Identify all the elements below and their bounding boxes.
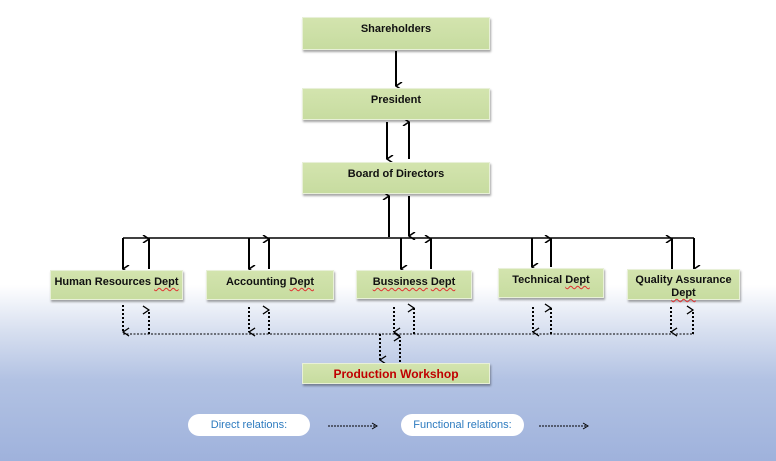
- node-label-spellcheck: Bussiness: [372, 276, 428, 288]
- legend-direct-relations: Direct relations:: [188, 414, 310, 436]
- node-production-workshop: Production Workshop: [302, 363, 490, 384]
- node-business-dept: Bussiness Dept: [356, 270, 472, 299]
- legend-label: Functional relations:: [413, 419, 512, 431]
- node-label: Technical: [512, 274, 566, 286]
- node-label: Board of Directors: [347, 168, 445, 180]
- node-hr-dept: Human Resources Dept: [50, 270, 183, 300]
- node-technical-dept: Technical Dept: [498, 268, 604, 298]
- node-label: Shareholders: [360, 23, 432, 35]
- node-label-spellcheck: Dept: [289, 276, 314, 288]
- legend-label: Direct relations:: [210, 419, 288, 431]
- node-label-spellcheck: Dept: [565, 274, 590, 286]
- node-shareholders: Shareholders: [302, 17, 490, 50]
- node-label-spellcheck: Dept: [430, 276, 456, 288]
- node-label-spellcheck: Dept: [671, 287, 696, 299]
- node-label-spellcheck: Dept: [154, 276, 179, 288]
- node-label: Production Workshop: [333, 367, 459, 381]
- node-president: President: [302, 88, 490, 120]
- node-accounting-dept: Accounting Dept: [206, 270, 334, 300]
- node-board-of-directors: Board of Directors: [302, 162, 490, 194]
- node-label: Human Resources: [54, 276, 155, 288]
- node-label: Quality Assurance: [635, 274, 732, 286]
- legend-functional-relations: Functional relations:: [401, 414, 524, 436]
- node-label: President: [370, 94, 422, 106]
- node-label: Accounting: [225, 276, 290, 288]
